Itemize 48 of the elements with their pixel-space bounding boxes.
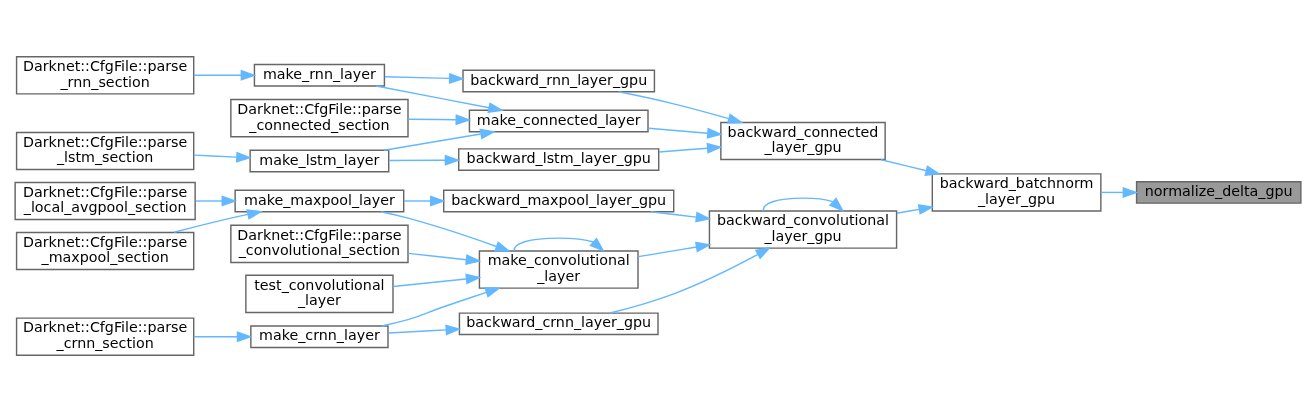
node-box: make_lstm_layer — [249, 149, 390, 172]
node-box: make_convolutional_layer — [478, 249, 639, 289]
arrow — [407, 252, 482, 265]
node-box: Darknet::CfgFile::parse_lstm_section — [15, 131, 195, 170]
arrow — [380, 286, 501, 327]
arrow — [647, 127, 723, 139]
node-box: Darknet::CfgFile::parse_local_avgpool_section — [14, 181, 196, 220]
node-box: backward_crnn_layer_gpu — [458, 311, 659, 335]
arrow — [762, 196, 845, 212]
arrow — [387, 323, 462, 335]
arrow — [650, 210, 712, 222]
node-box: Darknet::CfgFile::parse_rnn_section — [15, 55, 195, 95]
arrow — [392, 273, 482, 287]
node-box: make_crnn_layer — [250, 324, 389, 348]
node-box: make_maxpool_layer — [234, 189, 405, 212]
arrow — [637, 241, 712, 257]
arrow — [173, 208, 263, 233]
node-box: Darknet::CfgFile::parse_crnn_section — [15, 316, 195, 356]
arrow — [193, 69, 257, 81]
arrow — [658, 142, 723, 154]
node-box: test_convolutional_layer — [245, 274, 394, 313]
node-box: backward_connected_layer_gpu — [720, 121, 886, 160]
arrow — [380, 210, 511, 252]
node-box: make_connected_layer — [468, 109, 649, 132]
node-box: normalize_delta_gpu — [1135, 180, 1302, 204]
node-box: backward_rnn_layer_gpu — [462, 69, 656, 92]
arrow — [193, 151, 252, 163]
arrow — [880, 158, 941, 176]
arrow — [383, 128, 496, 151]
arrow — [403, 195, 446, 206]
arrow — [384, 72, 465, 84]
arrow — [1100, 186, 1139, 198]
arrow — [407, 113, 472, 125]
node-box: Darknet::CfgFile::parse_maxpool_section — [15, 231, 195, 270]
arrow — [609, 246, 772, 314]
arrow — [194, 195, 238, 206]
arrow — [513, 236, 605, 252]
node-box: backward_lstm_layer_gpu — [458, 147, 660, 171]
node-box: backward_batchnorm_layer_gpu — [931, 172, 1102, 212]
node-box: backward_maxpool_layer_gpu — [443, 189, 675, 212]
node-box: Darknet::CfgFile::parse_convolutional_section — [230, 224, 409, 263]
node-box: make_rnn_layer — [253, 63, 386, 87]
arrow — [388, 154, 461, 166]
arrow — [193, 330, 253, 342]
arrow — [896, 203, 935, 215]
node-box: Darknet::CfgFile::parse_connected_section — [230, 98, 409, 137]
node-box: backward_convolutional_layer_gpu — [708, 209, 898, 249]
arrow — [375, 84, 504, 113]
